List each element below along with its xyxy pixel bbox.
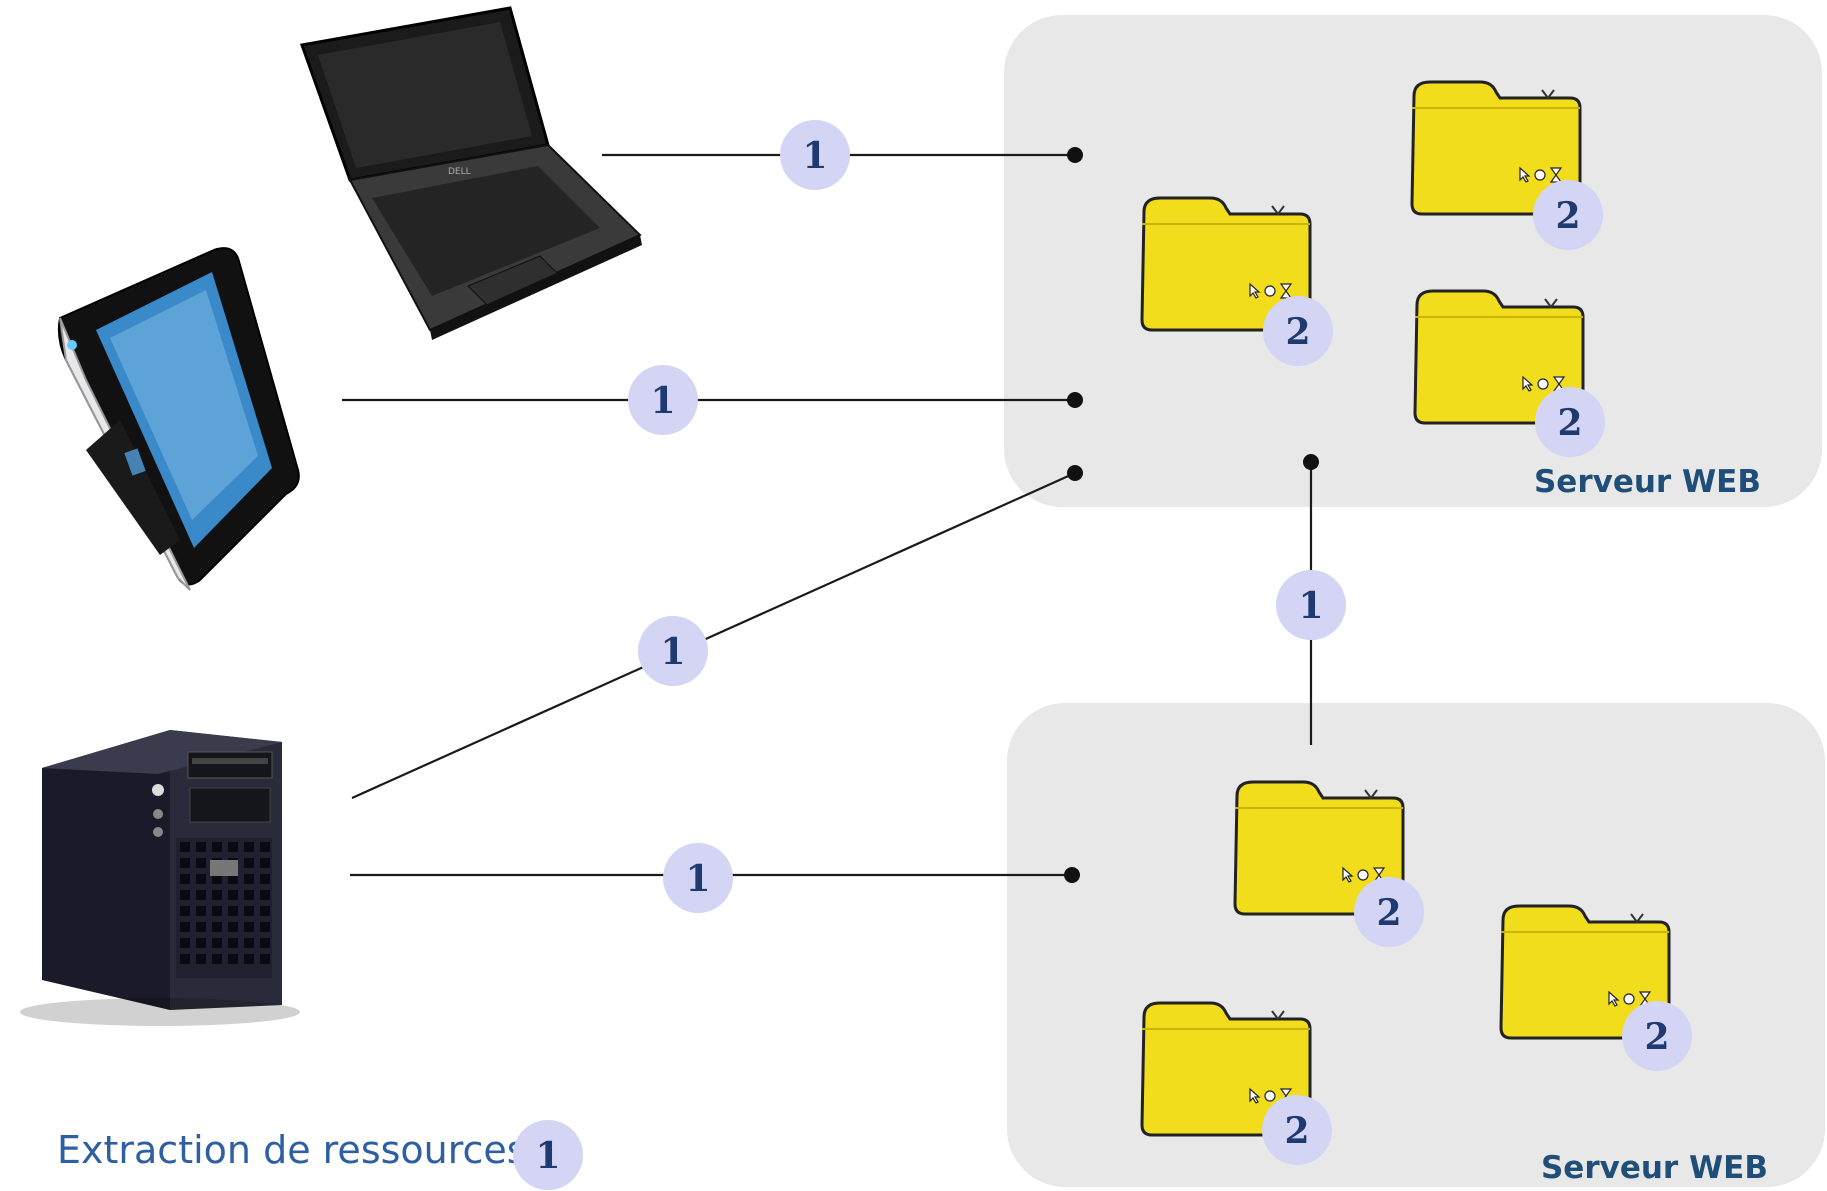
svg-text:2: 2 [1284,1110,1309,1152]
svg-text:2: 2 [1376,892,1401,934]
web-server-bottom-panel [1007,703,1825,1187]
edge-badge: 1 [1276,570,1346,640]
tablet-icon [57,247,300,591]
resource-badge: 2 [1262,1095,1332,1165]
edge-badges: 1 1 1 1 1 [628,120,1346,913]
svg-text:2: 2 [1285,311,1310,353]
svg-text:1: 1 [802,135,827,177]
endpoint-dot [1064,867,1080,883]
endpoint-dot [1067,147,1083,163]
svg-text:1: 1 [650,380,675,422]
svg-text:2: 2 [1555,195,1580,237]
server-top-label: Serveur WEB [1534,464,1761,500]
laptop-icon: DELL [299,6,642,340]
svg-text:2: 2 [1557,402,1582,444]
svg-text:DELL: DELL [448,167,471,177]
edge-badge: 1 [663,843,733,913]
legend: Extraction de ressources 1 [57,1120,583,1190]
resource-badge: 2 [1354,877,1424,947]
legend-badge [513,1120,583,1190]
endpoint-dot [1067,392,1083,408]
resource-badge: 2 [1535,387,1605,457]
edge-badge: 1 [638,616,708,686]
svg-text:1: 1 [1298,585,1323,627]
resource-badge: 2 [1263,296,1333,366]
svg-text:1: 1 [660,631,685,673]
endpoint-dot [1303,454,1319,470]
resource-badge: 2 [1533,180,1603,250]
legend-text: Extraction de ressources [57,1128,527,1172]
server-bottom-label: Serveur WEB [1541,1150,1768,1186]
resource-badge: 2 [1622,1001,1692,1071]
edge-badge: 1 [780,120,850,190]
svg-text:1: 1 [685,858,710,900]
edge-tower-server-top [351,471,1076,800]
resource-badges: 2 2 2 2 2 2 [1262,180,1692,1165]
endpoint-dot [1067,465,1083,481]
svg-text:2: 2 [1644,1016,1669,1058]
svg-text:1: 1 [535,1135,560,1177]
edge-badge: 1 [628,365,698,435]
tower-server-icon [20,730,300,1026]
connection-endpoints [1064,147,1319,883]
web-server-top-panel [1004,15,1822,507]
